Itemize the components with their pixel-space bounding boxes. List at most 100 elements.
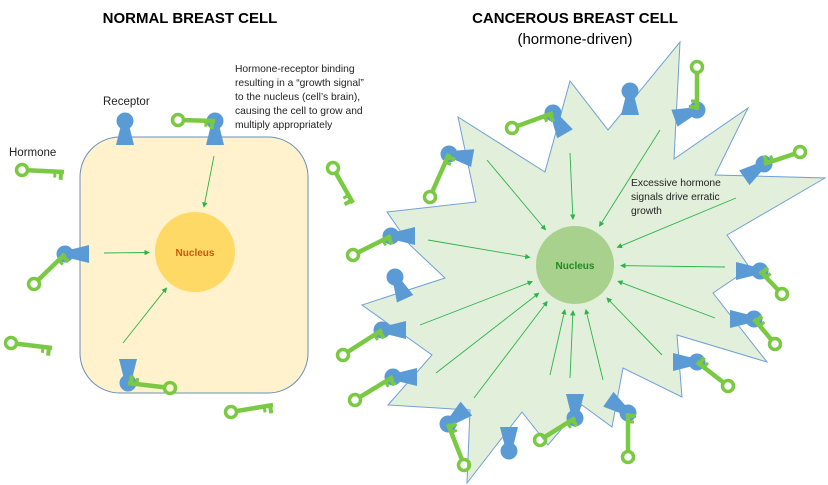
key-tooth <box>448 422 458 429</box>
receptor-icon <box>500 427 518 460</box>
hormone-key-icon <box>3 335 53 356</box>
receptor-icon <box>621 82 639 115</box>
receptor-stem <box>395 227 415 245</box>
bound-receptor <box>422 145 475 205</box>
receptor-head <box>621 82 639 100</box>
key-ring <box>774 286 790 302</box>
key-ring <box>620 449 636 465</box>
cancer-cell-panel: CANCEROUS BREAST CELL (hormone-driven) N… <box>335 10 827 485</box>
key-shaft <box>695 360 725 385</box>
hormone-key-icon <box>223 402 274 420</box>
key-tooth <box>40 346 45 354</box>
receptor-stem <box>736 262 756 280</box>
receptor-stem <box>386 321 406 339</box>
receptor-head <box>116 112 134 130</box>
hormone-key-icon <box>422 153 456 205</box>
key-tooth <box>566 421 572 429</box>
key-ring <box>170 112 186 128</box>
key-tooth <box>444 160 452 167</box>
key-tooth <box>762 154 769 164</box>
key-ring <box>162 380 178 396</box>
key-shaft <box>763 151 796 167</box>
receptor-head <box>386 268 404 286</box>
hormone-key-icon <box>758 266 790 302</box>
bound-receptor <box>335 321 406 363</box>
key-shaft <box>334 172 355 205</box>
bound-receptor <box>671 59 706 127</box>
bound-receptor <box>739 144 808 186</box>
free-hormones <box>3 160 355 420</box>
key-ring <box>767 336 783 352</box>
annotation-line: causing the cell to grow and <box>235 106 363 117</box>
signal-arrow <box>569 310 576 379</box>
receptor-icon <box>386 268 414 303</box>
key-tooth <box>343 198 353 207</box>
signal-arrow <box>427 239 531 260</box>
bound-receptor <box>170 112 224 145</box>
signal-arrow <box>419 280 533 326</box>
receptor-stem <box>500 427 518 447</box>
receptor-stem <box>673 353 693 371</box>
receptor-stem <box>69 245 89 263</box>
hormone-label: Hormone <box>9 147 56 159</box>
receptor-stem <box>452 149 475 168</box>
signal-arrow <box>569 152 576 220</box>
key-tooth <box>697 356 706 366</box>
receptor-head <box>500 442 518 460</box>
normal-cell-panel: NORMAL BREAST CELL Nucleus Receptor Horm… <box>9 10 367 396</box>
cancer-nucleus <box>536 226 614 304</box>
cancer-nucleus-label: Nucleus <box>556 261 595 272</box>
key-ring <box>325 160 341 176</box>
key-tooth <box>128 375 134 384</box>
signal-arrow <box>606 297 663 356</box>
key-tooth <box>754 314 764 323</box>
key-shaft <box>183 117 216 124</box>
normal-annotation: Hormone-receptor binding resulting in a … <box>235 64 367 131</box>
signal-arrow <box>473 300 548 399</box>
hormone-key-icon <box>504 110 555 136</box>
bound-receptor <box>345 227 415 263</box>
bound-receptor <box>730 310 783 352</box>
key-tooth <box>268 405 274 414</box>
annotation-line: multiply appropriately <box>235 120 333 131</box>
signal-arrow <box>202 155 215 208</box>
key-ring <box>532 432 548 448</box>
key-ring <box>504 120 520 136</box>
key-shaft <box>36 252 67 282</box>
signal-arrow <box>599 129 661 227</box>
receptor-stem <box>116 125 134 145</box>
key-tooth <box>388 377 397 387</box>
normal-cell-title: NORMAL BREAST CELL <box>103 10 278 27</box>
signal-arrow <box>584 308 604 381</box>
signal-arrow <box>122 287 168 344</box>
receptor-icon <box>116 112 134 145</box>
key-tooth <box>450 428 458 434</box>
bound-receptor <box>673 353 736 394</box>
bound-receptor <box>347 368 417 408</box>
normal-nucleus <box>155 212 235 292</box>
key-ring <box>347 392 363 408</box>
annotation-line: Hormone-receptor binding <box>235 64 355 75</box>
hormone-key-icon <box>345 233 394 263</box>
cancer-cell-title: CANCEROUS BREAST CELL <box>472 10 678 27</box>
signal-arrow <box>616 197 737 249</box>
hormone-key-icon <box>325 160 355 207</box>
hormone-key-icon <box>335 328 386 363</box>
key-shaft <box>357 233 393 255</box>
key-shaft <box>358 375 395 399</box>
bound-receptor <box>736 262 790 302</box>
signal-arrow <box>486 159 547 231</box>
key-shaft <box>127 380 165 390</box>
annotation-line: Excessive hormone <box>631 178 721 189</box>
key-ring <box>792 144 808 160</box>
key-tooth <box>446 154 456 162</box>
bound-receptor <box>26 245 89 292</box>
key-shaft <box>445 423 464 461</box>
key-tooth <box>381 239 387 247</box>
receptor-stem <box>730 310 750 328</box>
key-ring <box>456 457 472 473</box>
cancer-cell-subtitle: (hormone-driven) <box>517 31 632 48</box>
key-shaft <box>16 341 53 351</box>
normal-signal-arrows <box>103 155 215 344</box>
receptor-stem <box>119 359 137 379</box>
